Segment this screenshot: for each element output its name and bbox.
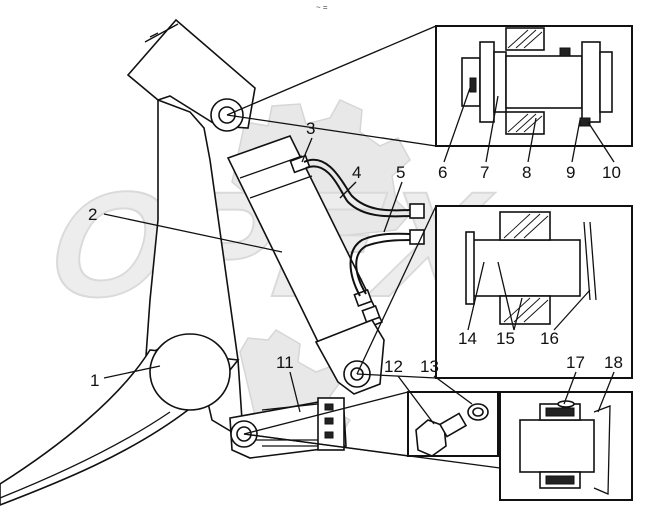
inset-upper-pin (435, 25, 633, 147)
inset-lower-pin (499, 391, 633, 501)
callout-16: 16 (540, 329, 559, 348)
callout-1: 1 (90, 371, 99, 390)
callout-8: 8 (522, 163, 531, 182)
callout-11: 11 (276, 353, 294, 372)
callout-10: 10 (602, 163, 621, 182)
inset-bolt (407, 391, 499, 457)
callout-18: 18 (604, 353, 623, 372)
inset-leaders (226, 25, 501, 469)
callout-5: 5 (396, 163, 405, 182)
callout-7: 7 (480, 163, 489, 182)
callout-14: 14 (458, 329, 477, 348)
main-pivot-circle (149, 333, 231, 411)
callout-9: 9 (566, 163, 575, 182)
header-mark: ~ = (316, 3, 328, 12)
hydraulic-cylinder (226, 135, 425, 395)
callout-13: 13 (420, 357, 439, 376)
callout-2: 2 (88, 205, 97, 224)
callout-leaders (103, 87, 615, 425)
callout-3: 3 (306, 119, 315, 138)
bolt-head (415, 419, 447, 457)
hydraulic-hose-upper (303, 158, 413, 212)
hydraulic-hose-lower (349, 232, 413, 297)
callout-6: 6 (438, 163, 447, 182)
inset-rod-pin (435, 205, 633, 379)
callout-15: 15 (496, 329, 515, 348)
callout-17: 17 (566, 353, 585, 372)
callout-12: 12 (384, 357, 403, 376)
callout-4: 4 (352, 163, 361, 182)
callout-labels: 1 2 3 4 5 6 7 8 9 10 11 12 13 14 15 16 1… (88, 119, 623, 390)
